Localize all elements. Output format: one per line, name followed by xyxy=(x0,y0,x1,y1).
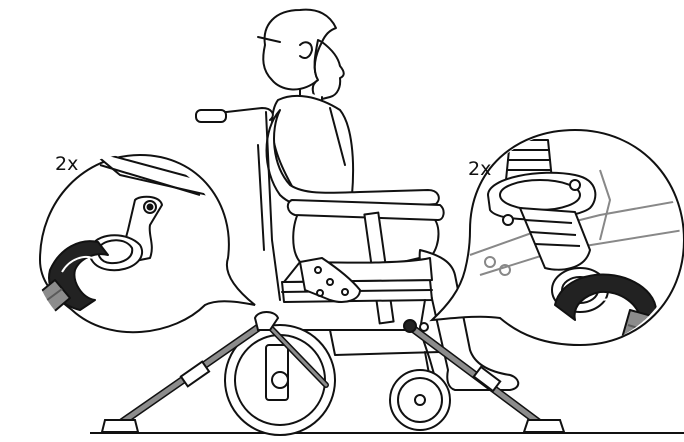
caster-wheel xyxy=(390,370,450,430)
left-quantity-label: 2x xyxy=(55,155,78,174)
right-quantity-label: 2x xyxy=(468,160,491,179)
left-detail-callout xyxy=(0,150,255,345)
person-face xyxy=(313,42,344,100)
